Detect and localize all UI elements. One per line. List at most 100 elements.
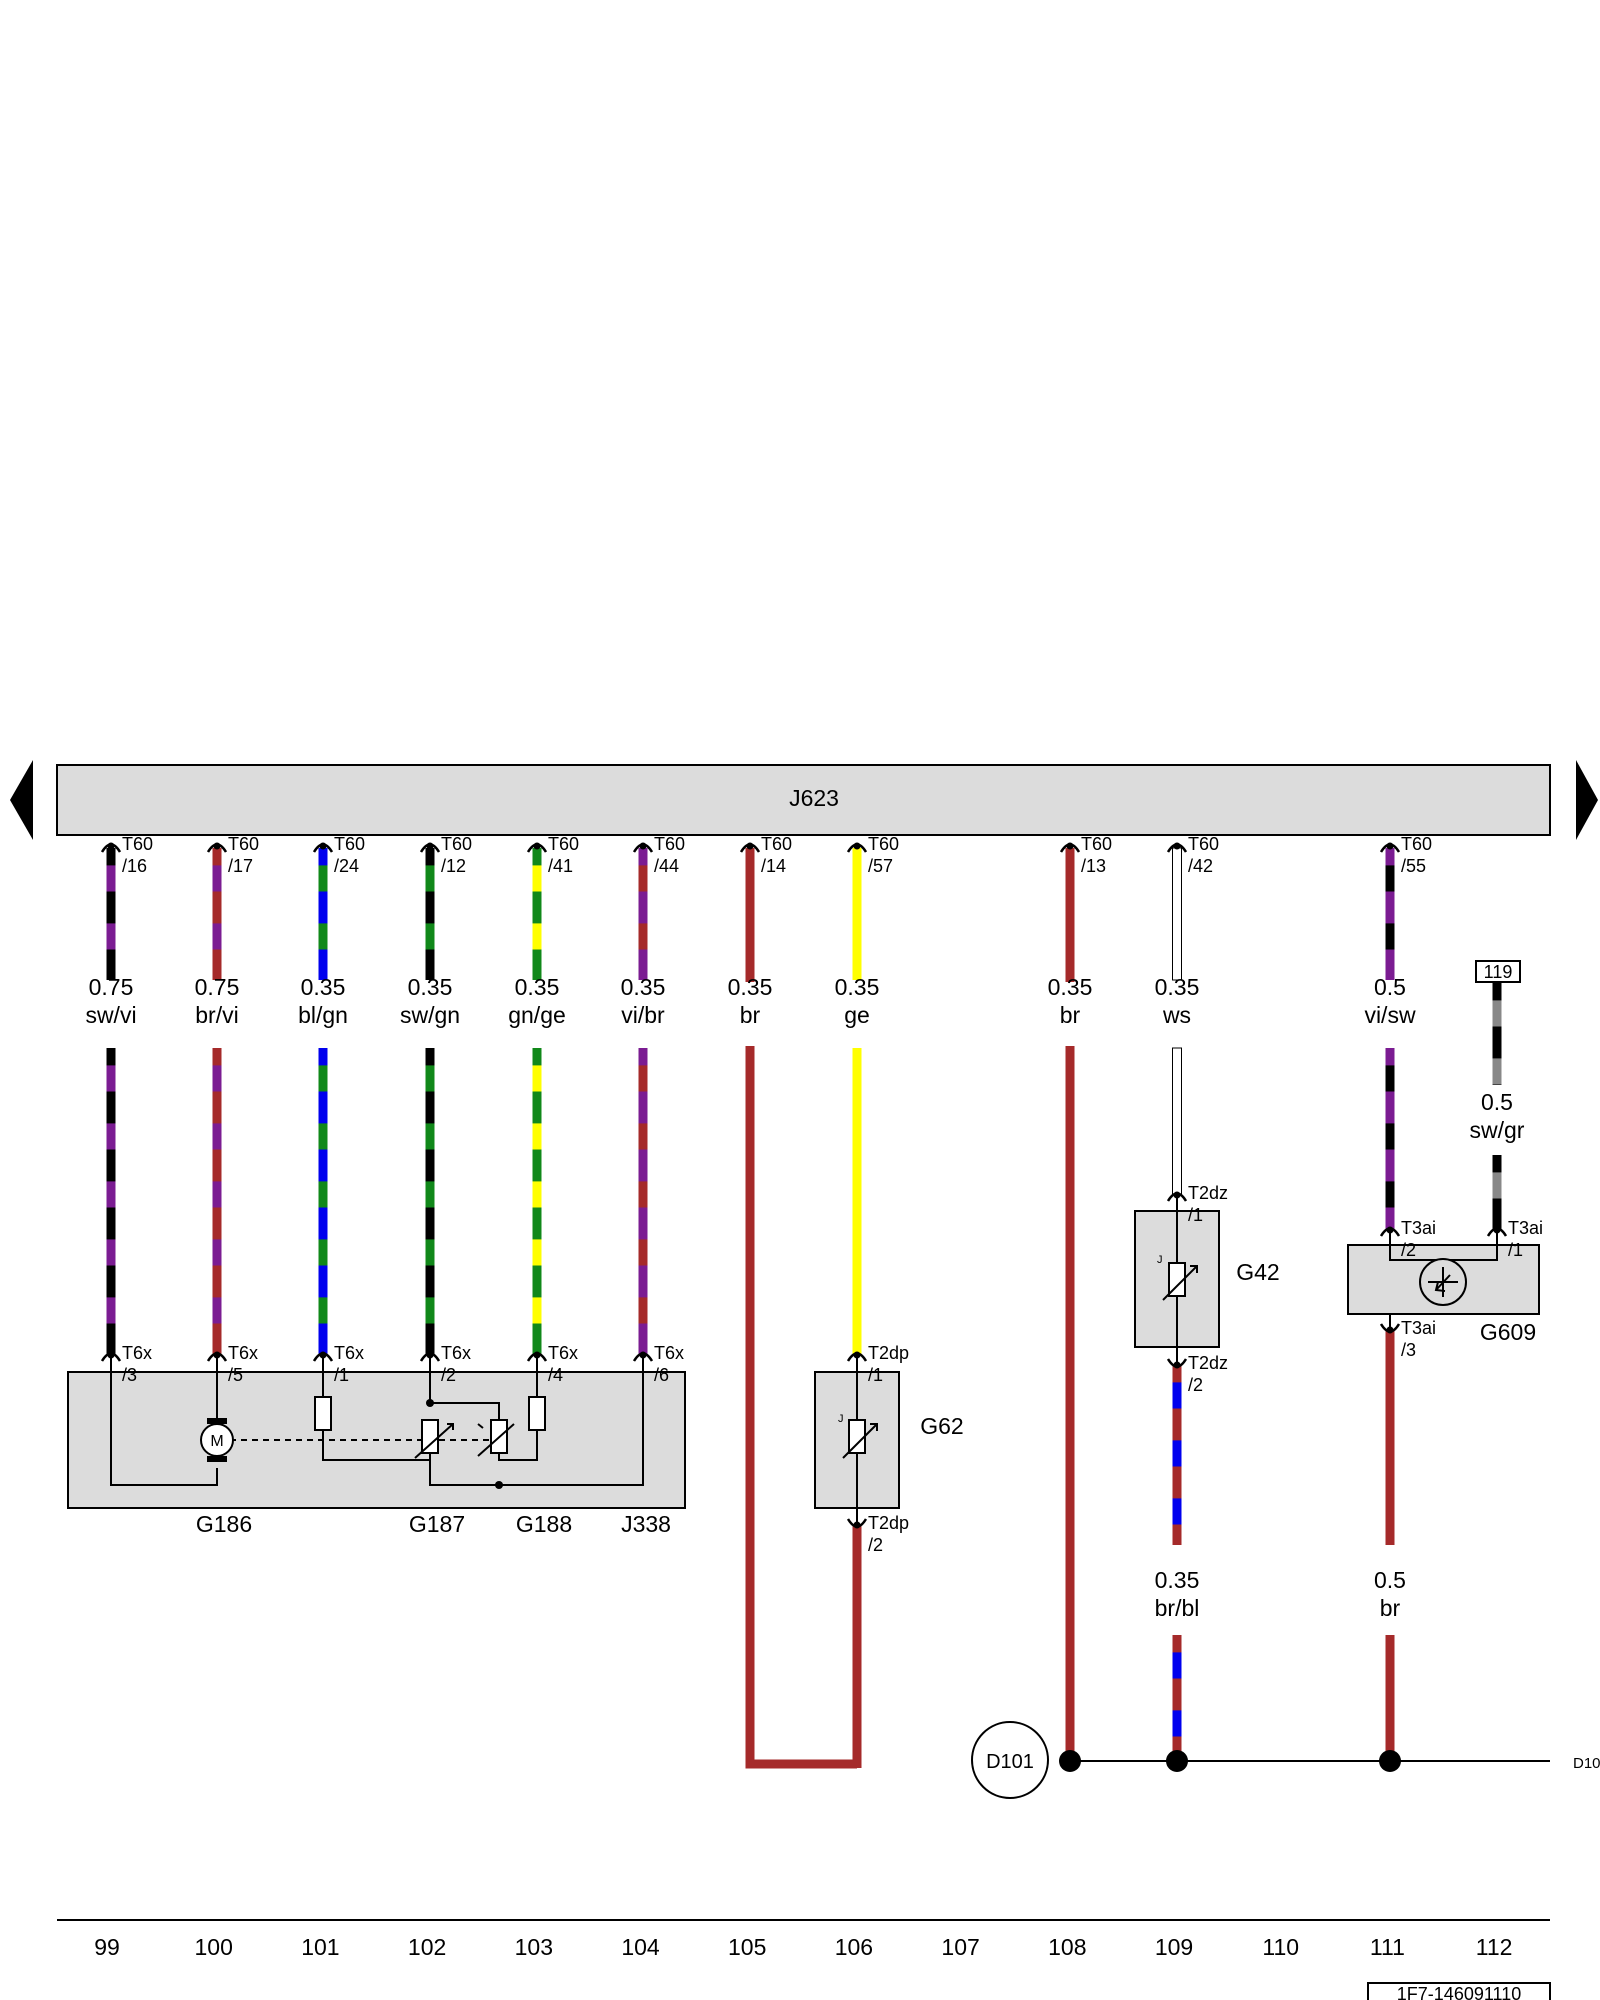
pin-connector-12[interactable]: T60/12: [419, 834, 472, 876]
ground-point-label: D101: [986, 1751, 1034, 1773]
ground-junction-dot: [1059, 1750, 1081, 1772]
wire-sw-vi: [106, 1048, 116, 1355]
document-id: 1F7-146091110: [1397, 1984, 1521, 2000]
wire-label-0-code: sw/vi: [85, 1002, 136, 1028]
document-id-box: [1367, 1982, 1551, 2000]
svg-text:T60: T60: [441, 834, 472, 854]
axis-number: 103: [515, 1934, 553, 1960]
wire-sw-gn: [425, 848, 435, 980]
svg-text:T2dp: T2dp: [868, 1513, 909, 1533]
pin-connector-bottom-7[interactable]: T2dp/1: [846, 1343, 909, 1385]
pin-connector-bottom-5[interactable]: T6x/6: [632, 1343, 684, 1385]
pin-connector-55[interactable]: T60/55: [1379, 834, 1432, 876]
pin-connector-bottom-3[interactable]: T6x/2: [419, 1343, 471, 1385]
ground-junction-dot: [1379, 1750, 1401, 1772]
svg-text:T6x: T6x: [654, 1343, 684, 1363]
pin-connector-42[interactable]: T60/42: [1166, 834, 1219, 876]
temp-glyph: J: [838, 1413, 844, 1425]
wire-label-g609-out-code: br: [1380, 1595, 1401, 1621]
pin-connector-g62-out[interactable]: T2dp/2: [846, 1513, 909, 1555]
wire-br-vi: [212, 1048, 222, 1355]
wire-label-g42-out-size: 0.35: [1155, 1567, 1200, 1593]
pin-connector-g609-out[interactable]: T3ai/3: [1379, 1318, 1436, 1360]
pin-connector-57[interactable]: T60/57: [846, 834, 899, 876]
wire-label-10-size: 0.5: [1374, 974, 1406, 1000]
wire-label-8-code: br: [1060, 1002, 1081, 1028]
wire-sw-vi: [106, 848, 116, 980]
pin-connector-bottom-10[interactable]: T3ai/2: [1379, 1218, 1436, 1260]
reference-box[interactable]: [1475, 960, 1521, 983]
wire-label-9-code: ws: [1162, 1002, 1191, 1028]
junction-dot: [495, 1481, 503, 1489]
svg-text:/41: /41: [548, 856, 573, 876]
svg-text:/2: /2: [868, 1535, 883, 1555]
axis-number: 104: [621, 1934, 660, 1960]
component-label-j338: J338: [621, 1511, 671, 1537]
potentiometer-arrow-icon: [477, 1423, 515, 1457]
pin-connector-14[interactable]: T60/14: [739, 834, 792, 876]
pin-connector-13[interactable]: T60/13: [1059, 834, 1112, 876]
wire-ge: [852, 1048, 862, 1355]
wire-vi-br: [638, 1048, 648, 1355]
previous-page-arrow-icon[interactable]: [10, 760, 33, 840]
component-label-g186: G186: [196, 1511, 252, 1537]
wire-label-3-size: 0.35: [408, 974, 453, 1000]
pin-connector-g42-out[interactable]: T2dz/2: [1166, 1353, 1228, 1395]
svg-text:/14: /14: [761, 856, 786, 876]
svg-text:/1: /1: [1508, 1240, 1523, 1260]
wire-label-1-size: 0.75: [195, 974, 240, 1000]
next-page-arrow-icon[interactable]: [1576, 760, 1598, 840]
axis-number: 109: [1155, 1934, 1193, 1960]
svg-text:/6: /6: [654, 1365, 669, 1385]
pin-connector-bottom-0[interactable]: T6x/3: [100, 1343, 152, 1385]
svg-text:/42: /42: [1188, 856, 1213, 876]
pin-connector-ref[interactable]: T3ai/1: [1486, 1218, 1543, 1260]
svg-text:/2: /2: [441, 1365, 456, 1385]
axis-number: 105: [728, 1934, 766, 1960]
axis-number: 100: [195, 1934, 233, 1960]
svg-text:/5: /5: [228, 1365, 243, 1385]
svg-text:/2: /2: [1188, 1375, 1203, 1395]
thermistor-arrow-icon: [842, 1423, 878, 1459]
wire-label-ref-code: sw/gr: [1470, 1117, 1525, 1143]
pin-connector-bottom-2[interactable]: T6x/1: [312, 1343, 364, 1385]
potentiometer-arrow-icon: [414, 1423, 454, 1459]
svg-text:/16: /16: [122, 856, 147, 876]
svg-text:/3: /3: [1401, 1340, 1416, 1360]
wire-label-8-size: 0.35: [1048, 974, 1093, 1000]
wire-ref-119: [1492, 1155, 1502, 1230]
svg-text:/2: /2: [1401, 1240, 1416, 1260]
pin-connector-44[interactable]: T60/44: [632, 834, 685, 876]
wire-g609-out: [1385, 1330, 1395, 1545]
svg-text:/57: /57: [868, 856, 893, 876]
pin-connector-bottom-9[interactable]: T2dz/1: [1166, 1183, 1228, 1225]
svg-text:/24: /24: [334, 856, 359, 876]
wire-vi-sw: [1385, 848, 1395, 980]
ground-continuation-label[interactable]: D10: [1573, 1755, 1600, 1772]
ground-point-circle[interactable]: [971, 1721, 1049, 1799]
pin-connector-24[interactable]: T60/24: [312, 834, 365, 876]
axis-number: 101: [301, 1934, 339, 1960]
pin-connector-bottom-4[interactable]: T6x/4: [526, 1343, 578, 1385]
wire-label-ref-size: 0.5: [1481, 1089, 1513, 1115]
pin-connector-41[interactable]: T60/41: [526, 834, 579, 876]
axis-number: 108: [1048, 1934, 1086, 1960]
wire-label-0-size: 0.75: [89, 974, 134, 1000]
pin-connector-16[interactable]: T60/16: [100, 834, 153, 876]
pin-connector-bottom-1[interactable]: T6x/5: [206, 1343, 258, 1385]
pressure-sensor-symbol: [1428, 1267, 1458, 1297]
wire-g42-out: [1172, 1635, 1182, 1761]
wire-layer: [106, 847, 1502, 1769]
wire-br: [1065, 848, 1075, 1761]
axis-number: 106: [835, 1934, 873, 1960]
component-label-g42: G42: [1236, 1259, 1279, 1285]
wire-label-g42-out-code: br/bl: [1155, 1595, 1200, 1621]
wire-ws: [1172, 1047, 1182, 1196]
motor-glyph: M: [210, 1433, 223, 1450]
wire-label-4-size: 0.35: [515, 974, 560, 1000]
svg-text:T60: T60: [654, 834, 685, 854]
svg-text:T6x: T6x: [334, 1343, 364, 1363]
pin-connector-17[interactable]: T60/17: [206, 834, 259, 876]
svg-text:T2dp: T2dp: [868, 1343, 909, 1363]
